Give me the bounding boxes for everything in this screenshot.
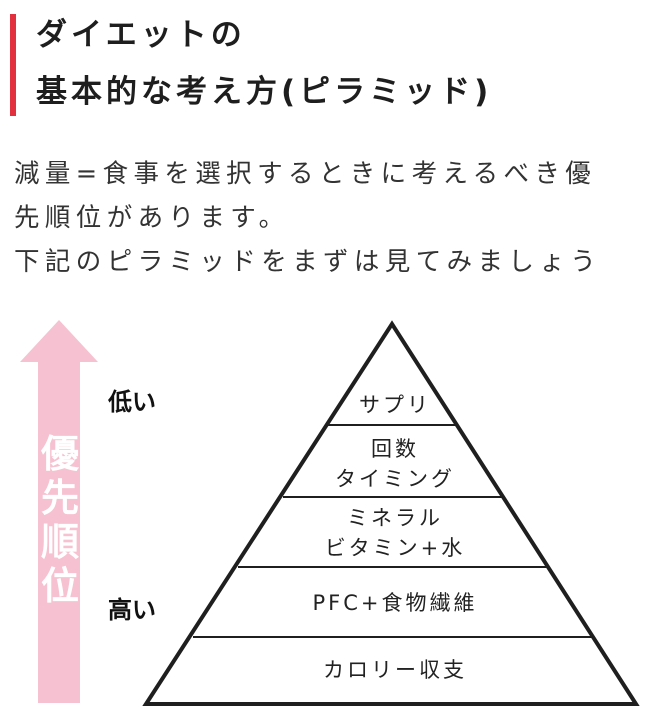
pyramid-tier-2: 回数 タイミング <box>220 434 570 494</box>
priority-char-1: 優 <box>40 432 79 476</box>
pyramid-tier-5-line-1: カロリー収支 <box>323 658 467 682</box>
pyramid-tier-3-line-2: ビタミン+水 <box>324 536 466 560</box>
pyramid-tier-2-line-2: タイミング <box>335 467 455 491</box>
priority-char-3: 順 <box>40 520 79 564</box>
pyramid-tier-1-line-1: サプリ <box>359 393 431 417</box>
priority-arrow-shape <box>20 320 98 703</box>
priority-char-4: 位 <box>40 564 79 608</box>
intro-line-3: 下記のピラミッドをまずは見てみましょう <box>14 247 602 277</box>
priority-low-label: 低い <box>108 388 156 416</box>
pyramid-outline <box>142 320 640 706</box>
pyramid-tier-2-line-1: 回数 <box>371 437 419 461</box>
priority-high-label: 高い <box>108 596 156 624</box>
intro-line-2: 先順位があります。 <box>14 203 290 233</box>
intro-line-1: 減量=食事を選択するときに考えるべき優 <box>14 159 597 189</box>
pyramid-tier-3: ミネラル ビタミン+水 <box>220 503 570 563</box>
pyramid-tier-4: PFC+食物繊維 <box>220 588 570 618</box>
pyramid-tier-1: サプリ <box>220 390 570 420</box>
pyramid-tier-4-line-1: PFC+食物繊維 <box>312 591 478 615</box>
priority-char-2: 先 <box>40 476 79 520</box>
heading-accent-bar <box>10 14 16 116</box>
pyramid-tier-5: カロリー収支 <box>220 655 570 685</box>
priority-arrow-label: 優 先 順 位 <box>32 432 88 608</box>
heading-title-line-1: ダイエットの <box>36 17 246 53</box>
heading-title-line-2: 基本的な考え方(ピラミッド) <box>36 74 493 110</box>
pyramid-tier-3-line-1: ミネラル <box>347 506 443 530</box>
